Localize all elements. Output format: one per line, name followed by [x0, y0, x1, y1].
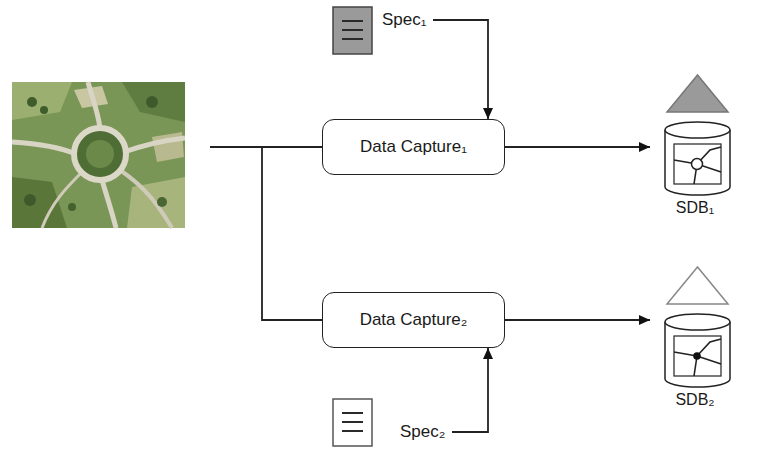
- arrowhead: [639, 315, 650, 325]
- flow-arrow: [505, 142, 650, 152]
- box-label: Data Capture₂: [360, 310, 468, 330]
- map-road: [697, 339, 721, 356]
- road: [88, 82, 100, 128]
- document-line: [342, 421, 363, 423]
- input-line: [262, 147, 322, 320]
- schema-triangle: [667, 75, 728, 112]
- tree: [24, 194, 36, 206]
- flow-arrow: [505, 315, 650, 325]
- document-line: [342, 20, 363, 22]
- tree: [68, 203, 76, 211]
- arrowhead: [639, 142, 650, 152]
- database-icon: [650, 72, 740, 197]
- arrowhead: [483, 348, 493, 359]
- flow-arrow: [433, 20, 493, 119]
- aerial-photo: [12, 82, 185, 228]
- document-line: [342, 430, 363, 432]
- road: [120, 170, 172, 228]
- roundabout-symbol: [692, 159, 703, 170]
- connector-line: [452, 348, 488, 432]
- arrowhead: [483, 108, 493, 119]
- junction-node: [693, 352, 701, 360]
- connector-line: [505, 319, 650, 321]
- map-panel: [674, 336, 721, 376]
- specification-document: Spec₂: [330, 396, 452, 448]
- document-label: Spec₂: [400, 422, 445, 442]
- road: [124, 138, 185, 152]
- spatial-database: SDB₂: [650, 264, 740, 409]
- document-line: [342, 412, 363, 414]
- document-label: Spec₁: [382, 10, 426, 30]
- field-patch: [12, 177, 67, 228]
- photo-ground: [12, 82, 185, 228]
- cylinder-top: [665, 122, 730, 138]
- road: [42, 172, 82, 228]
- document-icon: [332, 6, 374, 56]
- document-sheet: [333, 7, 372, 54]
- road: [102, 180, 116, 228]
- cylinder-body: [665, 322, 730, 387]
- tree: [146, 96, 158, 108]
- tree: [157, 197, 167, 207]
- road: [12, 142, 76, 154]
- map-panel: [674, 144, 721, 184]
- cylinder-body: [665, 130, 730, 195]
- roundabout: [74, 128, 126, 180]
- schema-triangle: [667, 267, 728, 304]
- document-sheet: [333, 399, 372, 446]
- box-label: Data Capture₁: [360, 137, 467, 157]
- specification-document: Spec₁: [330, 4, 433, 56]
- document-icon: [332, 398, 374, 448]
- database-label: SDB₁: [650, 199, 740, 217]
- field-patch: [122, 82, 185, 122]
- spatial-database: SDB₁: [650, 72, 740, 217]
- database-icon: [650, 264, 740, 389]
- tree: [40, 106, 48, 114]
- process-box: Data Capture₂: [322, 292, 505, 348]
- tree: [27, 97, 37, 107]
- flow-arrow: [452, 348, 493, 432]
- input-line: [210, 146, 322, 148]
- document-line: [342, 29, 363, 31]
- cylinder-top: [665, 314, 730, 330]
- process-box: Data Capture₁: [322, 119, 505, 175]
- connector-line: [433, 20, 488, 119]
- field-patch: [12, 82, 72, 120]
- connector-line: [505, 146, 650, 148]
- document-line: [342, 38, 363, 40]
- roundabout-centre: [86, 140, 114, 168]
- database-label: SDB₂: [650, 391, 740, 409]
